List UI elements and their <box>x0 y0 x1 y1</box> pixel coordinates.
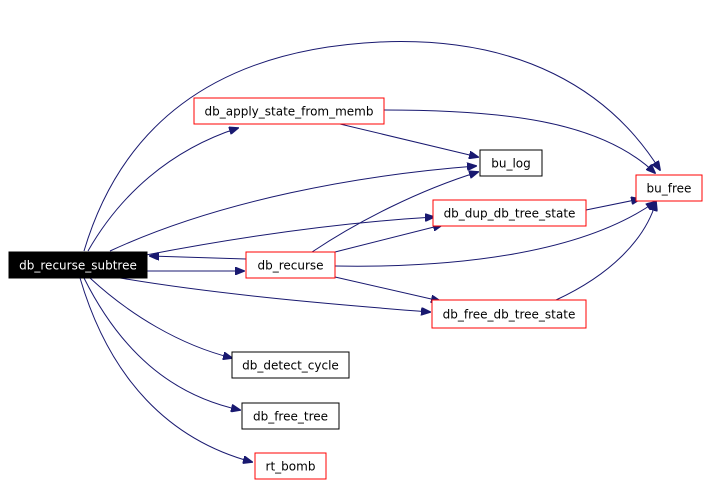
node-label: db_recurse_subtree <box>19 259 137 273</box>
node-label: db_recurse <box>257 259 323 273</box>
edge-apply-to-bulog <box>339 123 478 157</box>
node-label: rt_bomb <box>266 460 316 474</box>
edge-root-to-detect <box>89 277 232 358</box>
edge-root-to-bufree <box>83 41 660 252</box>
edge-recurse-to-bufree <box>334 202 655 267</box>
edge-root-to-bomb <box>79 277 252 462</box>
node-label: bu_log <box>491 157 531 171</box>
node-label: db_apply_state_from_memb <box>205 105 374 119</box>
edge-apply-to-bufree <box>383 109 655 173</box>
node-label: db_free_db_tree_state <box>443 308 576 322</box>
node-label: db_detect_cycle <box>242 359 339 373</box>
edges <box>79 41 660 462</box>
edge-recurse-to-dup <box>334 225 442 253</box>
node-db-dup-db-tree-state[interactable]: db_dup_db_tree_state <box>432 199 587 227</box>
node-label: db_free_tree <box>253 410 328 424</box>
node-db-recurse[interactable]: db_recurse <box>245 251 336 279</box>
nodes: db_recurse_subtree db_apply_state_from_m… <box>8 97 703 480</box>
node-rt-bomb[interactable]: rt_bomb <box>254 452 327 480</box>
edge-recurse-to-root <box>150 256 247 259</box>
node-label: db_dup_db_tree_state <box>444 207 576 221</box>
edge-root-to-dup <box>145 217 434 256</box>
edge-root-to-bulog <box>109 166 476 252</box>
edge-recurse-to-bulog <box>311 172 478 253</box>
edge-recurse-to-freestate <box>334 276 440 301</box>
edge-dup-to-bufree <box>585 199 640 211</box>
edge-freestate-to-bufree <box>555 202 656 301</box>
edge-root-to-apply <box>87 128 238 252</box>
node-db-free-db-tree-state[interactable]: db_free_db_tree_state <box>431 299 587 329</box>
edge-root-to-freetree <box>83 277 240 410</box>
node-bu-free[interactable]: bu_free <box>635 174 703 202</box>
node-db-detect-cycle[interactable]: db_detect_cycle <box>231 351 350 379</box>
node-bu-log[interactable]: bu_log <box>479 149 543 177</box>
node-db-apply-state-from-memb[interactable]: db_apply_state_from_memb <box>193 97 385 125</box>
node-label: bu_free <box>647 182 692 196</box>
edge-root-to-freestate <box>119 277 430 312</box>
node-db-recurse-subtree[interactable]: db_recurse_subtree <box>8 251 148 279</box>
node-db-free-tree[interactable]: db_free_tree <box>241 402 340 430</box>
